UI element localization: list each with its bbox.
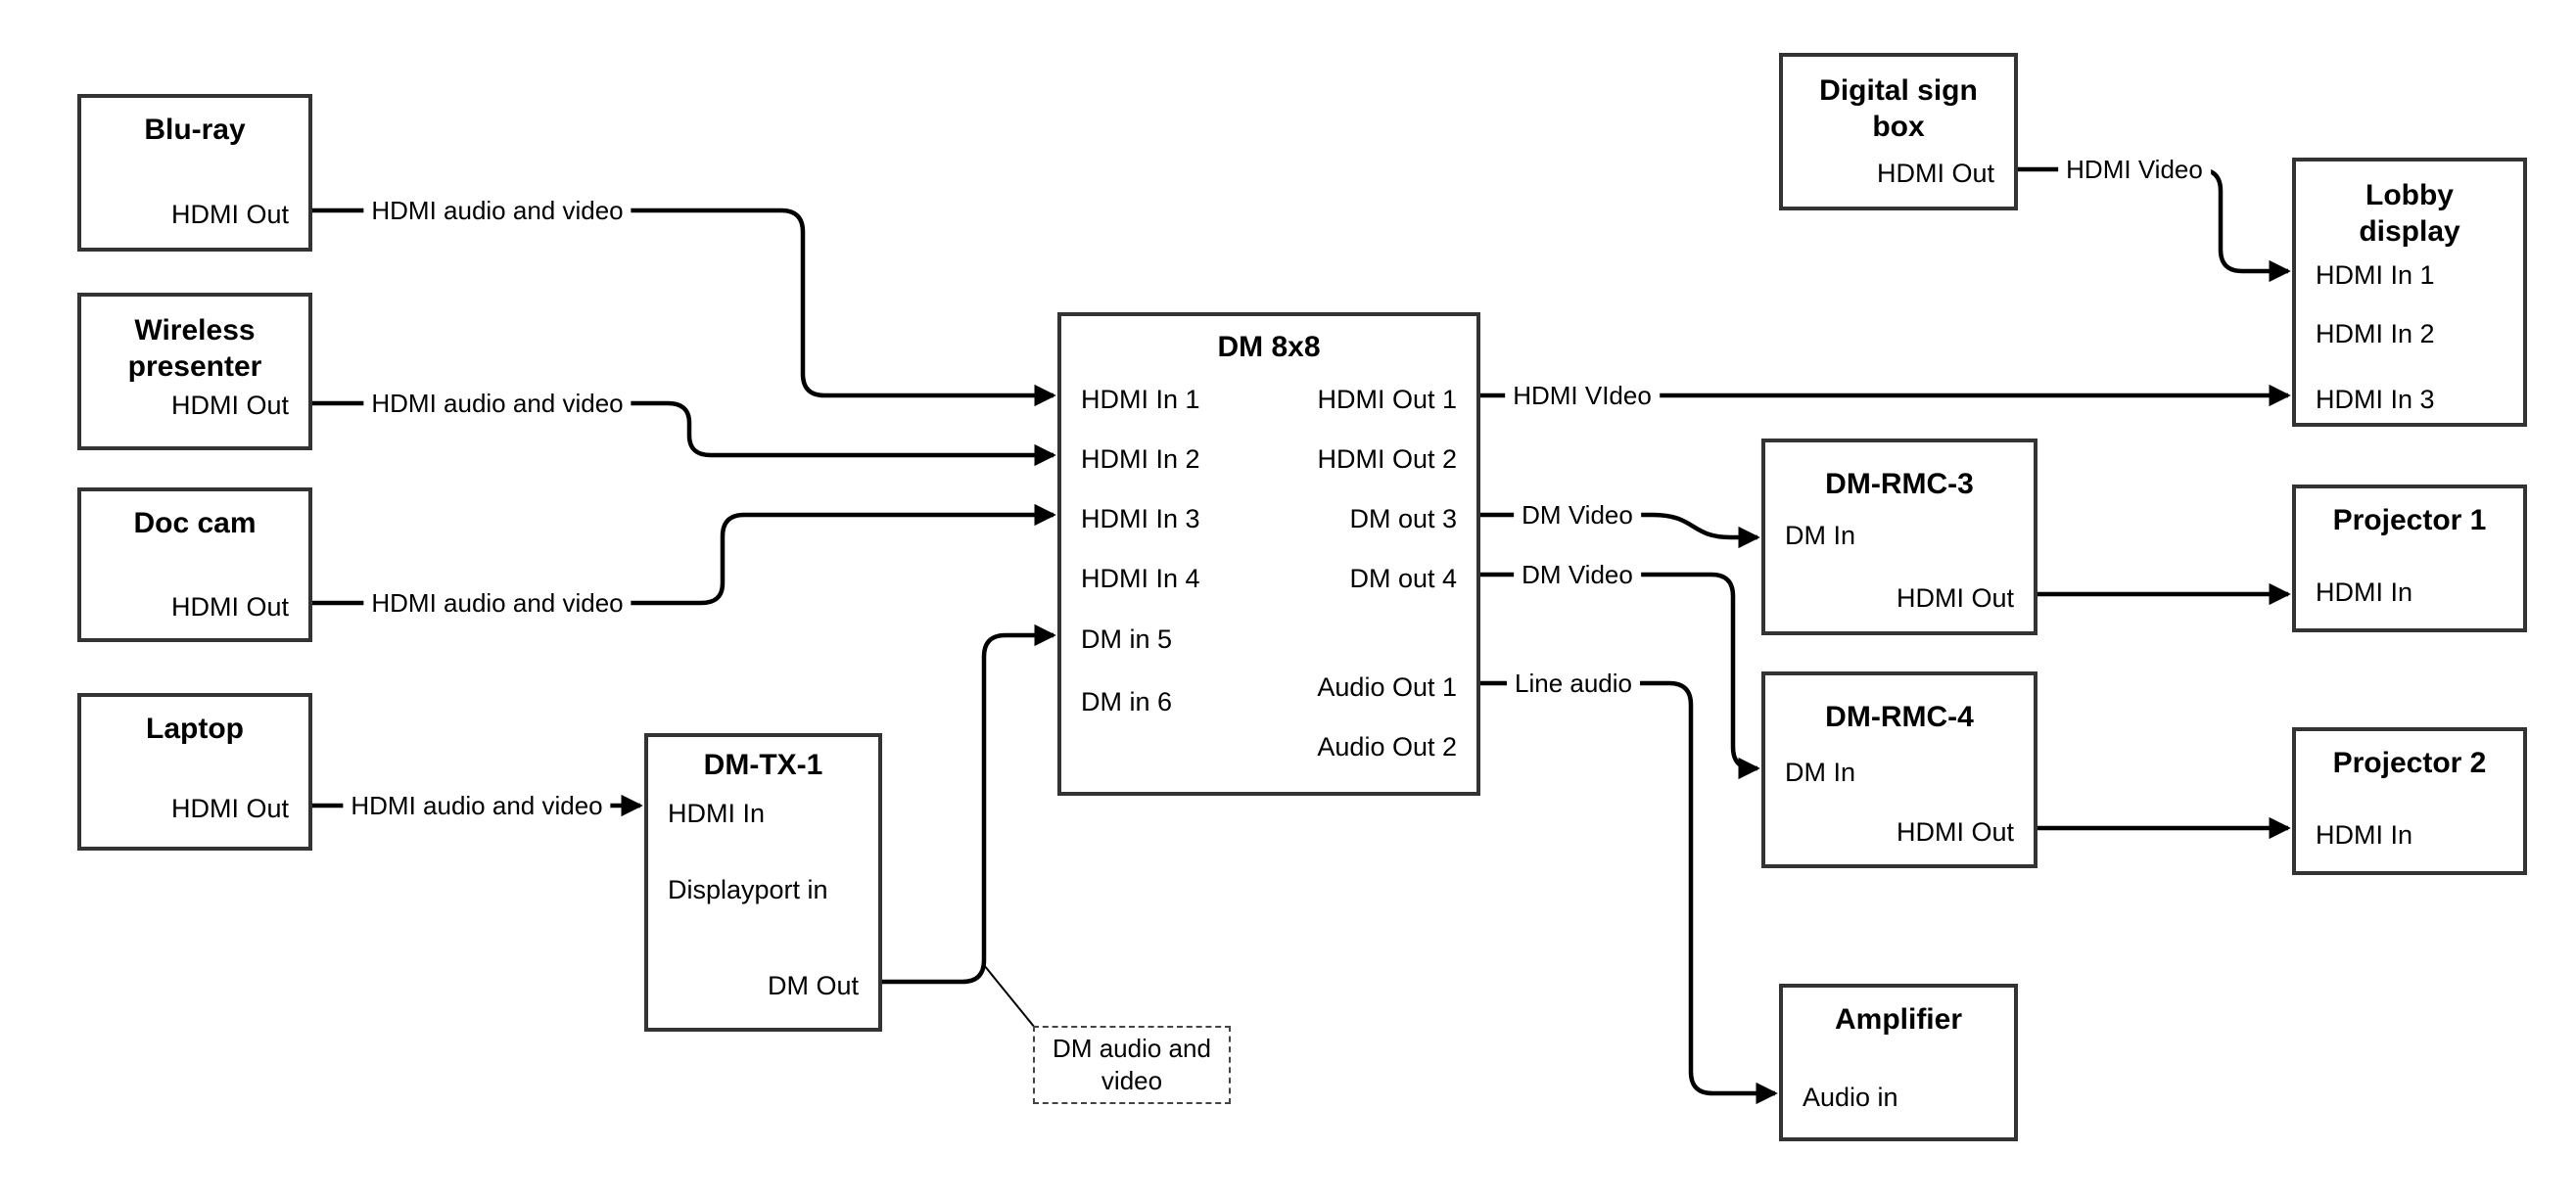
device-title: DM-TX-1 (703, 749, 823, 781)
port-hdmi-out: HDMI Out (1896, 583, 2014, 613)
annotation-note-dm-audio-and-video: DM audio and video (1033, 1026, 1231, 1104)
connection-label-line-audio: Line audio (1507, 669, 1640, 698)
device-box-dm-8x8: DM 8x8 HDMI In 1 HDMI In 2 HDMI In 3 HDM… (1057, 312, 1480, 796)
port-hdmi-out-1: HDMI Out 1 (1317, 385, 1457, 414)
device-title: Digital sign box (1819, 74, 1978, 143)
port-hdmi-out: HDMI Out (1896, 817, 2014, 847)
connection-label-hdmi-av-doccam: HDMI audio and video (363, 588, 632, 618)
port-hdmi-out: HDMI Out (170, 391, 289, 420)
port-dm-out-4: DM out 4 (1349, 564, 1457, 593)
device-title: Projector 1 (2332, 504, 2487, 536)
device-box-projector-2: Projector 2 HDMI In (2292, 727, 2527, 875)
connection-label-hdmi-video-sign: HDMI Video (2058, 155, 2211, 184)
port-dm-in: DM In (1785, 758, 1856, 787)
port-hdmi-in-4: HDMI In 4 (1081, 564, 1200, 593)
port-dm-in-5: DM in 5 (1081, 624, 1173, 654)
connector-dm8x8-out4-to-rmc4-dm-in (1480, 572, 1760, 780)
port-dm-in-6: DM in 6 (1081, 687, 1173, 716)
device-title: Amplifier (1834, 1003, 1963, 1036)
port-hdmi-out: HDMI Out (170, 200, 289, 229)
connector-bluray-to-dm8x8-in1 (312, 208, 1056, 407)
device-title: DM-RMC-3 (1825, 468, 1974, 500)
port-audio-out-1: Audio Out 1 (1317, 672, 1457, 702)
port-dm-out: DM Out (767, 971, 859, 1000)
device-title: Doc cam (133, 507, 257, 539)
device-box-amplifier: Amplifier Audio in (1779, 984, 2018, 1141)
connection-label-hdmi-av-laptop: HDMI audio and video (343, 791, 611, 820)
device-title: DM 8x8 (1217, 331, 1321, 363)
connection-label-dm-video-out4: DM Video (1514, 560, 1641, 589)
device-title: DM-RMC-4 (1825, 701, 1974, 733)
device-title: Laptop (146, 713, 244, 745)
port-hdmi-in-3: HDMI In 3 (2316, 385, 2435, 414)
device-title: Wireless presenter (127, 314, 262, 383)
device-box-doc-cam: Doc cam HDMI Out (77, 487, 312, 642)
device-box-blu-ray: Blu-ray HDMI Out (77, 94, 312, 252)
port-hdmi-in-1: HDMI In 1 (1081, 385, 1200, 414)
device-box-laptop: Laptop HDMI Out (77, 693, 312, 851)
port-hdmi-in-2: HDMI In 2 (1081, 444, 1200, 474)
device-title: Projector 2 (2332, 747, 2487, 779)
port-dm-in: DM In (1785, 521, 1856, 550)
port-hdmi-in: HDMI In (2316, 577, 2413, 607)
port-hdmi-in-3: HDMI In 3 (1081, 504, 1200, 533)
connector-sign-to-lobby-in1 (2018, 166, 2291, 283)
connector-dmtx1-to-dm8x8-in5 (882, 624, 1056, 985)
annotation-leader-line (983, 964, 1036, 1029)
port-hdmi-out: HDMI Out (1876, 159, 1994, 188)
port-dm-out-3: DM out 3 (1349, 504, 1457, 533)
port-hdmi-out: HDMI Out (170, 794, 289, 823)
device-box-dm-rmc-4: DM-RMC-4 DM In HDMI Out (1761, 671, 2037, 868)
connector-dm8x8-aout1-to-amplifier (1480, 680, 1778, 1105)
connection-label-hdmi-video-out1: HDMI VIdeo (1505, 381, 1660, 410)
device-title: Blu-ray (144, 114, 246, 146)
port-hdmi-out: HDMI Out (170, 592, 289, 622)
device-box-dm-tx-1: DM-TX-1 HDMI In Displayport in DM Out (644, 733, 882, 1032)
port-hdmi-out-2: HDMI Out 2 (1317, 444, 1457, 474)
connector-dm8x8-out3-to-rmc3-dm-in (1480, 512, 1760, 549)
device-box-lobby-display: Lobby display HDMI In 1 HDMI In 2 HDMI I… (2292, 158, 2527, 427)
device-title: Lobby display (2359, 179, 2460, 248)
device-box-wireless-presenter: Wireless presenter HDMI Out (77, 293, 312, 450)
port-hdmi-in: HDMI In (668, 799, 766, 828)
port-displayport-in: Displayport in (668, 875, 828, 904)
connector-doccam-to-dm8x8-in3 (312, 503, 1056, 606)
port-hdmi-in-2: HDMI In 2 (2316, 319, 2435, 348)
device-box-digital-sign-box: Digital sign box HDMI Out (1779, 53, 2018, 210)
connection-label-hdmi-av-bluray: HDMI audio and video (363, 196, 632, 225)
port-audio-out-2: Audio Out 2 (1317, 732, 1457, 762)
connector-wireless-to-dm8x8-in2 (312, 400, 1056, 467)
connection-label-hdmi-av-wireless: HDMI audio and video (363, 389, 632, 418)
port-hdmi-in-1: HDMI In 1 (2316, 260, 2435, 290)
device-box-dm-rmc-3: DM-RMC-3 DM In HDMI Out (1761, 439, 2037, 635)
device-box-projector-1: Projector 1 HDMI In (2292, 485, 2527, 632)
port-audio-in: Audio in (1803, 1083, 1898, 1112)
connection-label-dm-video-out3: DM Video (1514, 500, 1641, 530)
port-hdmi-in: HDMI In (2316, 820, 2413, 850)
